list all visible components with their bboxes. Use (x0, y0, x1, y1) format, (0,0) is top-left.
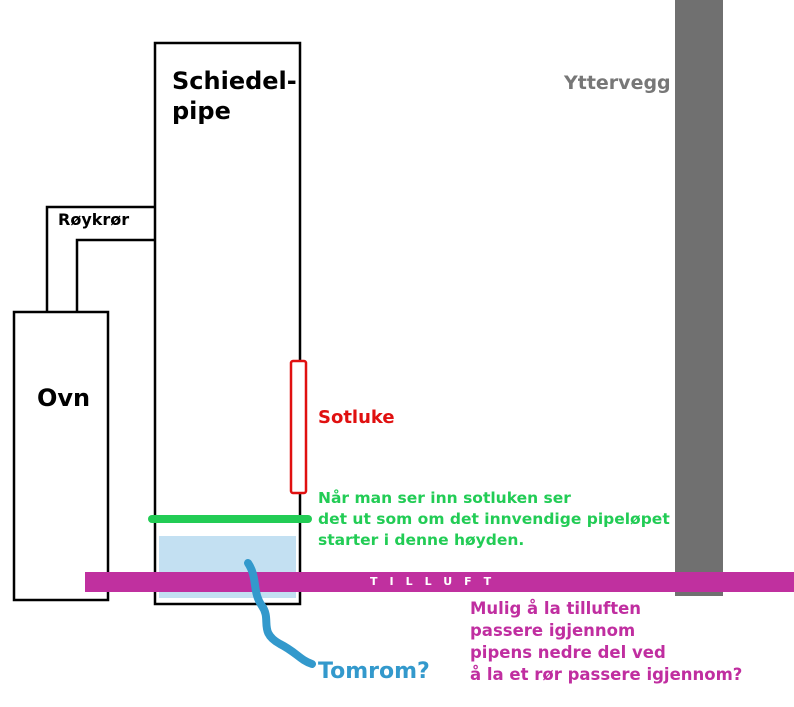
void-label: Tomrom? (318, 659, 430, 684)
soot-hatch (289, 359, 308, 495)
inner-flue-note: Når man ser inn sotluken ser det ut som … (318, 489, 670, 549)
stove-label: Ovn (37, 384, 91, 412)
stove (12, 310, 110, 602)
outer-wall-label: Yttervegg (564, 72, 671, 94)
chimney-label: Schiedel- pipe (172, 67, 297, 125)
void-marker-squiggle (244, 559, 316, 668)
flue-pipe-label: Røykrør (58, 210, 130, 229)
fresh-air-note: Mulig å la tilluften passere igjennom pi… (470, 599, 743, 684)
soot-hatch-label: Sotluke (318, 407, 395, 428)
fresh-air-label: TILLUFT (370, 575, 504, 588)
chimney (153, 41, 302, 606)
fresh-air-pipe (85, 572, 794, 592)
outer-wall (675, 0, 723, 596)
flue-pipe (45, 205, 155, 312)
